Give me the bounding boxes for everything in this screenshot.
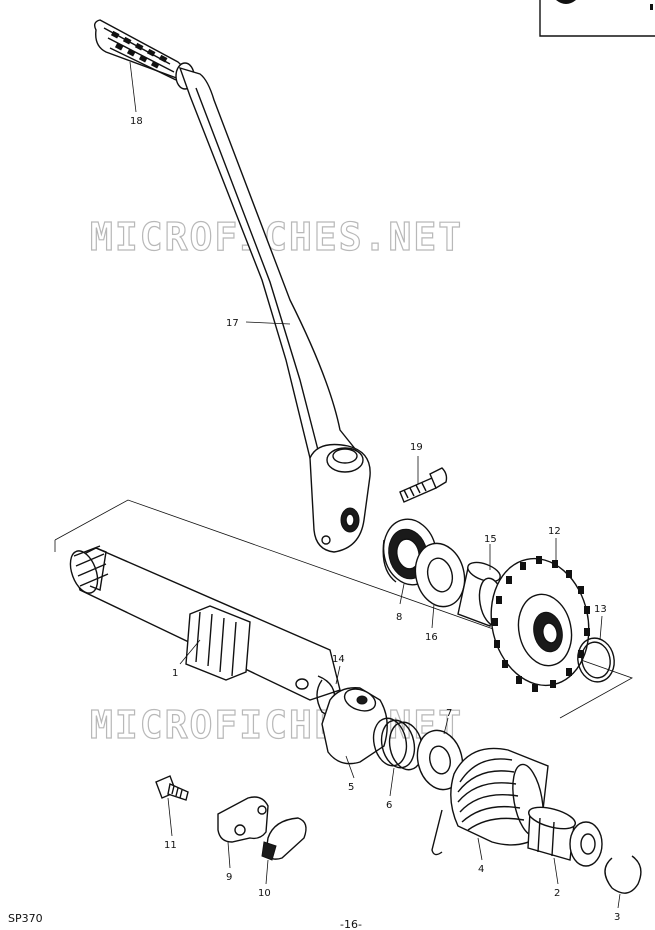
washer-part-7: [416, 729, 464, 791]
bolt-part-19: [399, 467, 448, 503]
label-part-2: 2: [554, 888, 560, 899]
label-part-12: 12: [548, 526, 561, 537]
watermark-top: MICROFICHES.NET: [90, 215, 463, 259]
part-labels: 18 17 19 8 16 15 12 13 1 14 5 6 7 4 2 3 …: [130, 116, 620, 923]
label-part-5: 5: [348, 782, 354, 793]
leader-lines: [129, 61, 621, 909]
label-part-7: 7: [446, 708, 452, 719]
section-tab-box: [539, 0, 655, 37]
label-part-8: 8: [396, 612, 402, 623]
label-part-1: 1: [172, 668, 178, 679]
label-part-13: 13: [594, 604, 607, 615]
label-part-17: 17: [226, 318, 239, 329]
label-part-18: 18: [130, 116, 143, 127]
kick-shaft-part-1: [69, 545, 341, 705]
label-part-9: 9: [226, 872, 232, 883]
label-part-11: 11: [164, 840, 177, 851]
stopper-part-10: [261, 817, 307, 861]
circlip-part-13: [577, 637, 615, 683]
label-part-14: 14: [332, 654, 345, 665]
label-part-6: 6: [386, 800, 392, 811]
catalog-code: SP370: [8, 912, 43, 925]
kick-gear-part-12: [490, 556, 590, 692]
shaft-assembly-outline: [54, 499, 633, 719]
label-part-10: 10: [258, 888, 271, 899]
bolt-part-11: [155, 775, 189, 801]
bushing-part-15: [457, 561, 506, 627]
label-part-3: 3: [614, 912, 620, 923]
label-part-16: 16: [425, 632, 438, 643]
washer-part-16: [414, 542, 466, 608]
circlip-part-3: [604, 855, 642, 894]
label-part-15: 15: [484, 534, 497, 545]
label-part-19: 19: [410, 442, 423, 453]
kick-lever-part-17: [178, 66, 371, 553]
label-part-4: 4: [478, 864, 484, 875]
kick-grip-part-18: [93, 19, 195, 90]
spring-guide-part-5: [321, 687, 388, 765]
stopper-plate-part-9: [217, 796, 269, 843]
watermark-bottom: MICROFICHES.NET: [90, 703, 463, 747]
spring-collar-part-2: [527, 806, 603, 867]
page-number: -16-: [340, 918, 362, 930]
